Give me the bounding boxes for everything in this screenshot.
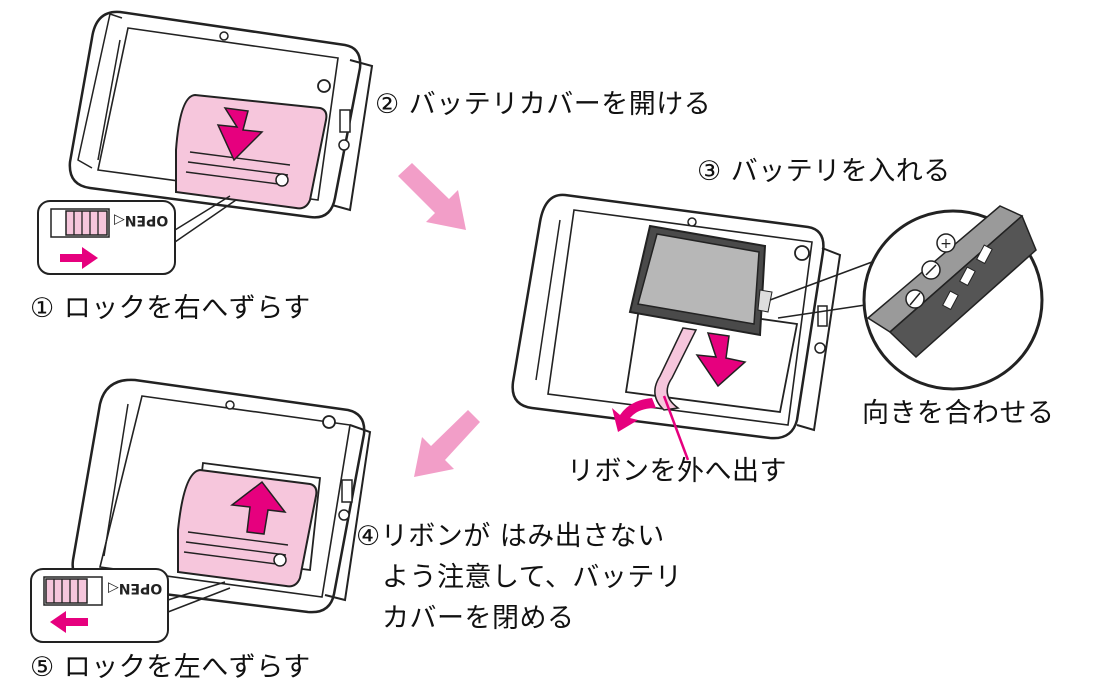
right-arrow-slide-lock bbox=[60, 247, 98, 269]
battery-cover-open-step1 bbox=[175, 93, 328, 210]
battery-pack bbox=[628, 224, 773, 337]
svg-text:+: + bbox=[940, 236, 952, 252]
ribbon-callout-label: リボンを外へ出す bbox=[567, 456, 787, 487]
step3-label: ③ バッテリを入れる bbox=[697, 156, 951, 187]
pull-ribbon bbox=[654, 327, 698, 411]
curved-arrow-ribbon-out bbox=[612, 398, 656, 432]
step4-label-line3: カバーを閉める bbox=[382, 603, 575, 634]
step4-label-line1: ④リボンが はみ出さない bbox=[356, 521, 665, 552]
ribbon-callout-line bbox=[662, 395, 690, 461]
switch-callout-step5 bbox=[30, 568, 231, 643]
up-arrow-close-cover bbox=[230, 480, 287, 535]
terminal-magnifier: + bbox=[769, 205, 1044, 391]
flow-arrow-down-left bbox=[414, 410, 480, 477]
flow-arrow-down-right bbox=[398, 163, 466, 230]
step1-label: ① ロックを右へずらす bbox=[30, 293, 311, 324]
left-arrow-slide-lock bbox=[50, 611, 88, 633]
down-arrow-insert-battery bbox=[695, 332, 747, 388]
switch-callout-step1 bbox=[37, 195, 237, 275]
down-arrow-open-cover bbox=[216, 107, 264, 162]
step5-label: ⑤ ロックを左へずらす bbox=[30, 652, 311, 683]
step2-label: ② バッテリカバーを開ける bbox=[375, 89, 712, 120]
step4-label-line2: よう注意して、バッテリ bbox=[382, 562, 683, 593]
orientation-callout-label: 向きを合わせる bbox=[862, 398, 1055, 429]
switch-open-label-2: OPEN◁ bbox=[108, 580, 163, 596]
switch-open-label-1: OPEN◁ bbox=[114, 212, 169, 228]
